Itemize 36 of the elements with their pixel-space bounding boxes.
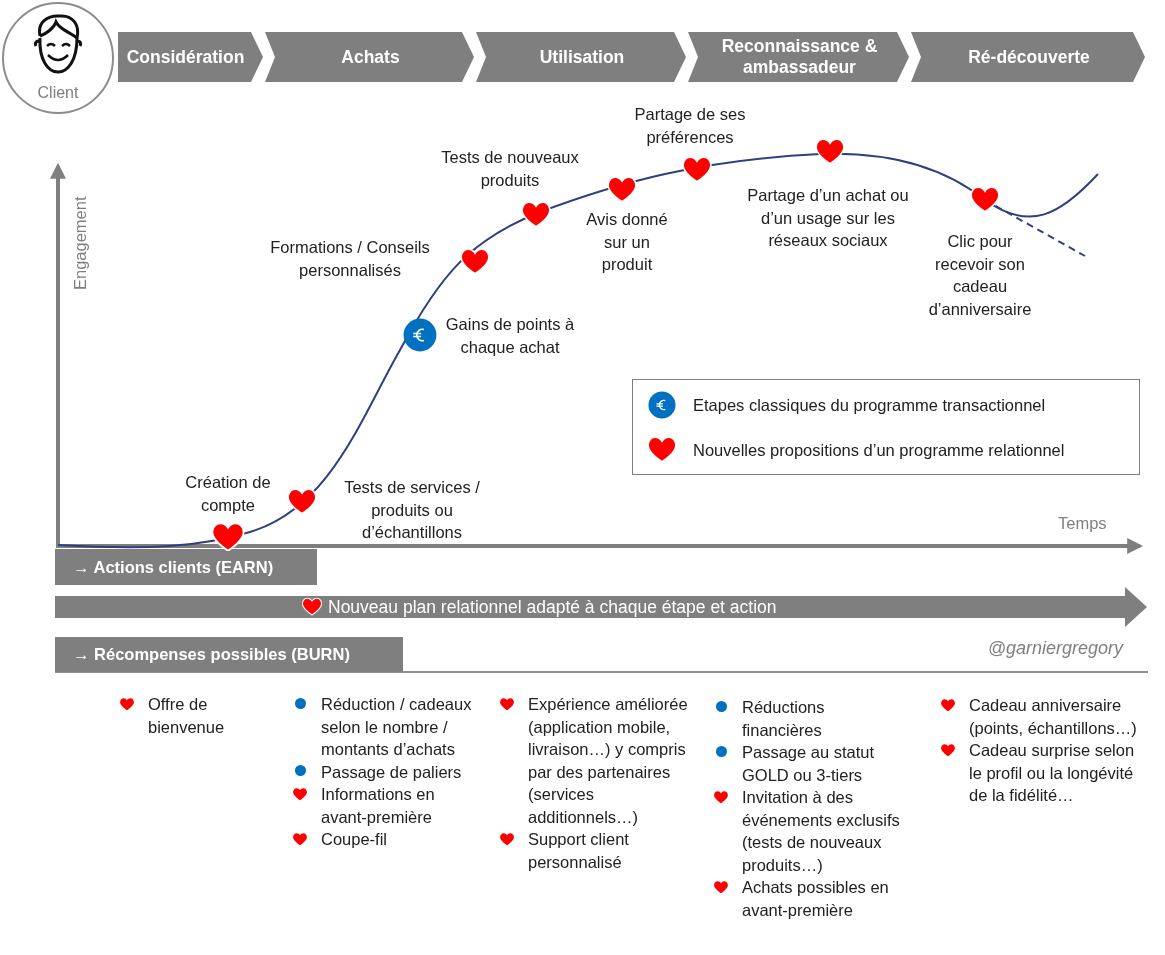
axis-label: Temps [1058, 513, 1108, 534]
step-annotation: Avis donné sur un produit [585, 209, 669, 275]
legend-text: Nouvelles propositions d’un programme relationnel [693, 440, 1065, 461]
banner-text: Nouveau plan relationnel adapté à chaque étape et action [328, 597, 777, 617]
stage-band: Ré-découverte [911, 32, 1145, 82]
step-annotation: Création de compte [184, 472, 272, 516]
reward-item: Expérience améliorée (application mobile, livraison…) y compris par des partenaires (services additionnels…) [528, 694, 688, 828]
stage-band: Achats [265, 32, 474, 82]
reward-item: Offre de bienvenue [148, 694, 226, 738]
step-annotation: Clic pour recevoir son cadeau d’anniversaire [927, 231, 1033, 320]
step-annotation: Partage de ses préférences [633, 104, 747, 148]
reward-item: Informations en avant-première [321, 784, 436, 828]
reward-item: Cadeau anniversaire (points, échantillons…) [969, 695, 1138, 739]
reward-item: Réduction / cadeaux selon le nombre / montants d’achats [321, 694, 473, 760]
reward-item: Invitation à des événements exclusifs (tests de nouveaux produits…) [742, 787, 901, 876]
step-annotation: Tests de nouveaux produits [440, 147, 580, 191]
client-label: Client [37, 84, 79, 102]
step-annotation: Formations / Conseils personnalisés [269, 237, 431, 281]
reward-item: Passage au statut GOLD ou 3-tiers [742, 742, 876, 786]
reward-item: Cadeau surprise selon le profil ou la longévité de la fidélité… [969, 740, 1136, 806]
legend-text: Etapes classiques du programme transactionnel [693, 395, 1046, 416]
step-annotation: Gains de points à chaque achat [444, 314, 576, 358]
stage-band: Utilisation [476, 32, 686, 82]
step-annotation: Partage d’un achat ou d’un usage sur les réseaux sociaux [746, 185, 910, 251]
step-annotation: Tests de services / produits ou d’échantillons [343, 477, 481, 543]
author-credit: @garniergregory [986, 637, 1123, 660]
reward-item: Réductions financières [742, 697, 826, 741]
axis-label: Engagement [69, 195, 90, 293]
stage-band: Reconnaissance & ambassadeur [688, 32, 909, 82]
section-bar: → Actions clients (EARN) [55, 549, 317, 585]
stage-band: Considération [118, 32, 263, 82]
reward-item: Passage de paliers [321, 761, 463, 783]
section-bar: → Récompenses possibles (BURN) [55, 637, 403, 672]
reward-item: Achats possibles en avant-première [742, 877, 890, 921]
reward-item: Support client personnalisé [528, 829, 630, 873]
reward-item: Coupe-fil [321, 829, 389, 850]
